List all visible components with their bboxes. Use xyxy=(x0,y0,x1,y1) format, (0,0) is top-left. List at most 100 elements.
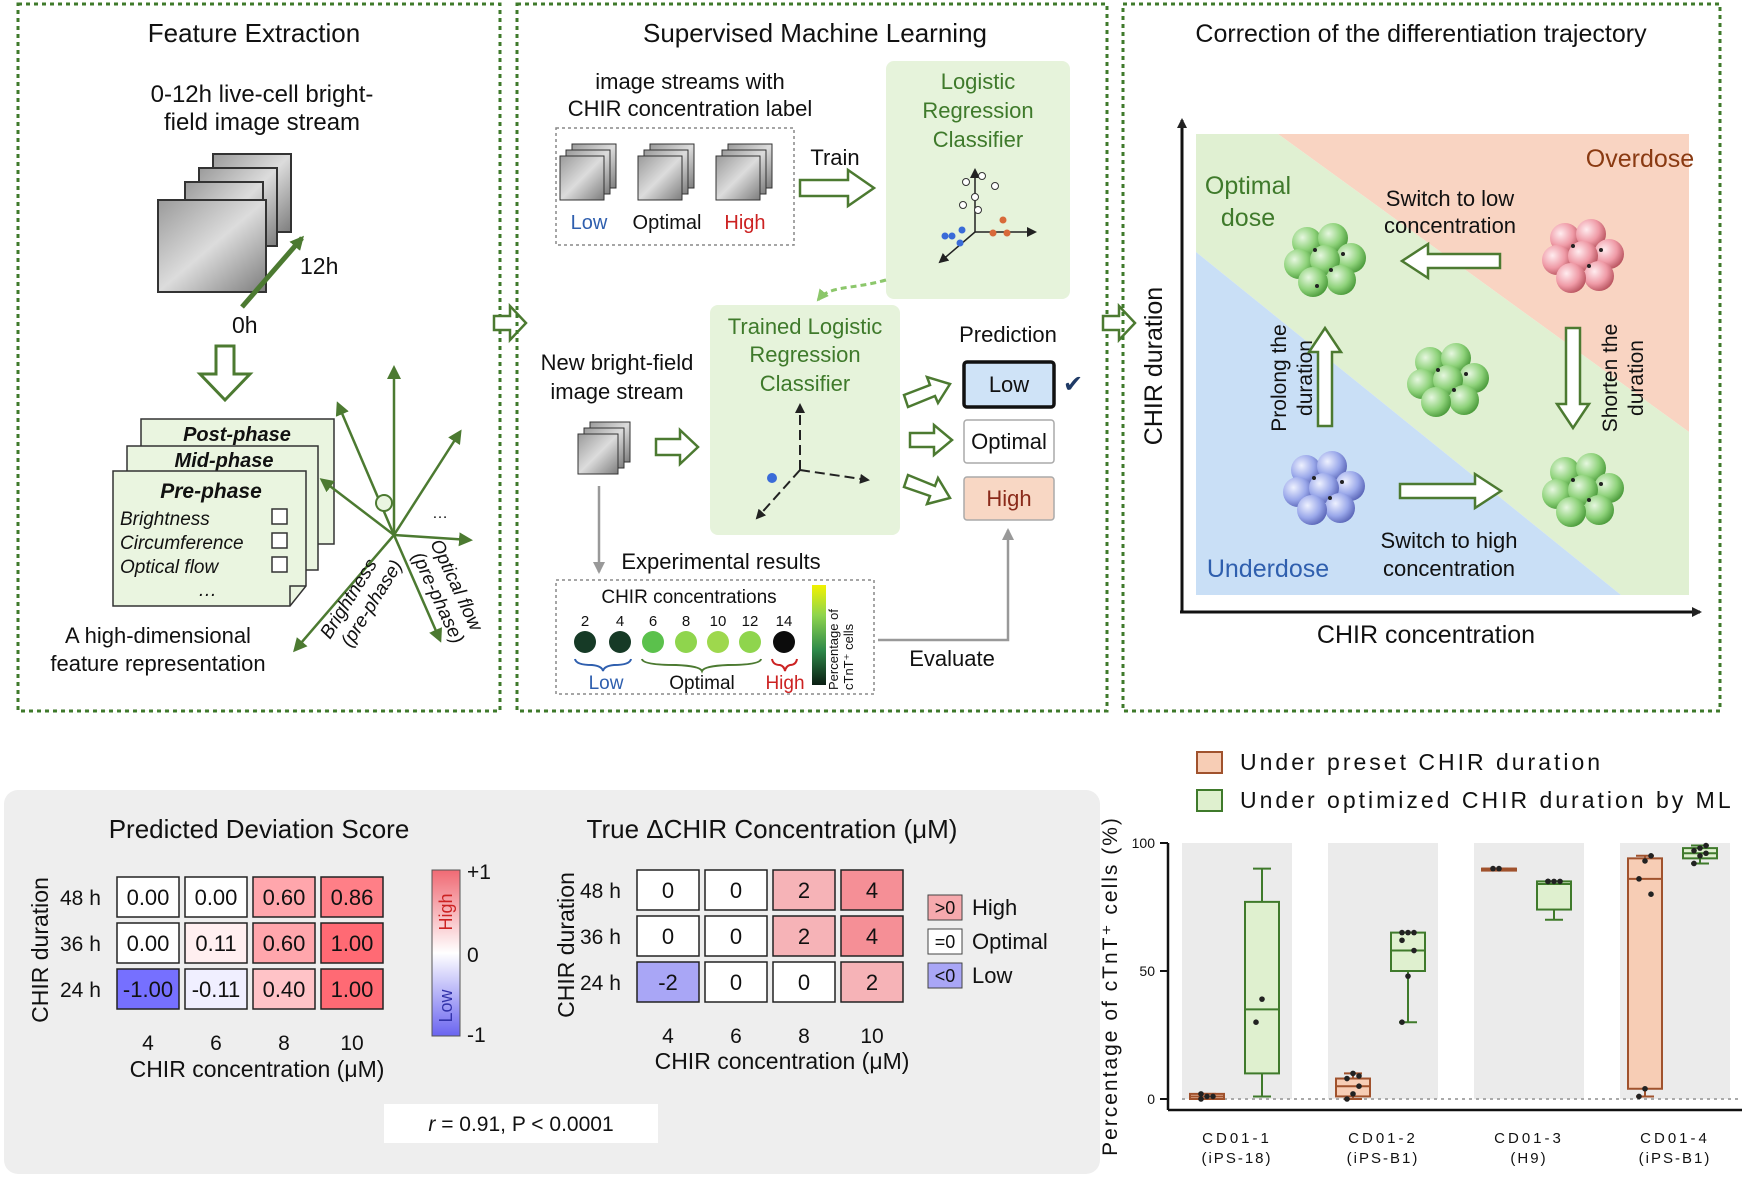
data-point xyxy=(1356,1083,1362,1089)
data-point xyxy=(1636,876,1642,882)
colorbar-tick-top: +1 xyxy=(467,861,491,884)
trained-line2: Regression xyxy=(749,342,860,367)
y-tick-label: 50 xyxy=(1139,963,1155,979)
shorten-line2: duration xyxy=(1625,340,1648,416)
overdose-label: Overdose xyxy=(1586,145,1694,173)
checkbox xyxy=(271,532,288,549)
box-chart: Under preset CHIR duration Under optimiz… xyxy=(1099,749,1742,1167)
data-point xyxy=(1642,858,1648,864)
switch-high-line2: concentration xyxy=(1383,556,1515,581)
conc-values: 2 4 6 8 10 12 14 xyxy=(581,613,793,630)
heat-col-label: 8 xyxy=(798,1025,810,1048)
pred-high-box xyxy=(963,476,1055,521)
caption-line2: feature representation xyxy=(50,651,265,676)
classifier-points xyxy=(941,172,1011,247)
data-point xyxy=(1411,929,1417,936)
conc-10: 10 xyxy=(710,613,727,630)
heat-cell-value: 0 xyxy=(798,970,810,995)
x-tick-sublabel: (iPS-18) xyxy=(1201,1150,1272,1167)
heat-cell xyxy=(772,961,836,1003)
box-body xyxy=(1627,857,1663,1090)
heat-row-label: 48 h xyxy=(60,887,101,910)
panel-supervised-ml: Supervised Machine Learning image stream… xyxy=(515,2,1109,713)
conc-6: 6 xyxy=(649,613,657,630)
x-tick-sublabel: (iPS-B1) xyxy=(1347,1150,1420,1167)
y-tick-label: 0 xyxy=(1147,1091,1155,1107)
caption-line1: A high-dimensional xyxy=(65,623,251,648)
classifier-box xyxy=(886,61,1070,299)
shorten-line1: Shorten the xyxy=(1599,324,1622,433)
pred-xlabel: CHIR concentration (μM) xyxy=(130,1056,385,1082)
heat-cell-value: 0.40 xyxy=(263,977,306,1002)
feature-brightness: Brightness xyxy=(120,509,210,530)
cell-cluster-red xyxy=(1542,219,1624,293)
phase-mid: Mid-phase xyxy=(175,450,274,472)
switch-low-line2: concentration xyxy=(1384,213,1516,238)
heat-cell-value: 4 xyxy=(866,878,878,903)
prolong-line1: Prolong the xyxy=(1268,324,1291,431)
data-point xyxy=(1557,878,1563,885)
heat-cell xyxy=(636,869,700,911)
time-arrow xyxy=(240,235,304,309)
streams-box xyxy=(555,127,795,246)
right-arrow-icon xyxy=(1101,302,1137,344)
legend-label-high: High xyxy=(972,895,1017,920)
checkbox xyxy=(271,556,288,573)
legend-label-low: Low xyxy=(972,963,1012,988)
heat-col-label: 6 xyxy=(730,1025,742,1048)
group-low: Low xyxy=(589,673,624,694)
brace-high xyxy=(771,658,798,672)
heat-cell xyxy=(772,915,836,957)
heat-row-label: 36 h xyxy=(580,926,621,949)
data-point xyxy=(1350,1070,1356,1077)
conc-2: 2 xyxy=(581,613,589,630)
heat-cell-value: 0.11 xyxy=(195,931,236,956)
pred-low-label: Low xyxy=(989,372,1029,397)
chart-ylabel: Percentage of cTnT⁺ cells (%) xyxy=(1099,816,1122,1156)
data-point xyxy=(1642,1085,1648,1092)
heat-cell xyxy=(184,968,248,1010)
panel-title: Feature Extraction xyxy=(148,18,360,48)
colorbar-tick-bottom: -1 xyxy=(467,1024,486,1047)
pred-arrow-low xyxy=(902,375,952,409)
heat-cell-value: 2 xyxy=(798,924,810,949)
box-mark xyxy=(1682,842,1718,867)
box-mark xyxy=(1536,878,1572,921)
colorbar-word-high: High xyxy=(436,893,456,930)
colorbar-tick-mid: 0 xyxy=(467,944,479,967)
heat-cell xyxy=(840,961,904,1003)
legend-box-gt: >0 xyxy=(935,898,956,918)
right-arrow-icon xyxy=(492,302,528,344)
feature-axes xyxy=(293,365,473,653)
data-point xyxy=(1648,891,1654,897)
time-end-label: 12h xyxy=(300,253,338,279)
true-title: True ΔCHIR Concentration (μM) xyxy=(587,814,958,844)
image-stack xyxy=(157,153,292,293)
legend-label-ml: Under optimized CHIR duration by ML xyxy=(1240,787,1734,813)
data-point xyxy=(1551,878,1557,885)
conc-14: 14 xyxy=(776,613,793,630)
heat-cell-value: 1.00 xyxy=(331,931,374,956)
pred-optimal-label: Optimal xyxy=(971,429,1047,454)
heat-row-label: 48 h xyxy=(580,880,621,903)
underdose-label: Underdose xyxy=(1207,555,1329,583)
panel-feature-extraction: Feature Extraction 0-12h live-cell brigh… xyxy=(16,2,502,713)
y-axis-label: CHIR duration xyxy=(1140,287,1168,445)
experimental-box xyxy=(555,579,875,695)
input-arrow-icon xyxy=(654,427,700,467)
heat-row-label: 24 h xyxy=(580,972,621,995)
prolong-line2: duration xyxy=(1294,340,1317,416)
cell-cluster-green xyxy=(1542,453,1624,527)
colorbar-label-line2: cTnT⁺ cells xyxy=(841,623,856,690)
heat-cell-value: 0.86 xyxy=(331,885,374,910)
dashed-arrow xyxy=(816,278,887,302)
colorbar-label-line1: Percentage of xyxy=(826,609,841,690)
heat-cell xyxy=(840,915,904,957)
heat-cell-value: -2 xyxy=(658,970,678,995)
region-optimal-top xyxy=(1196,134,1278,252)
heat-cell xyxy=(252,876,316,918)
conc-8: 8 xyxy=(682,613,690,630)
data-point xyxy=(1198,1091,1204,1097)
